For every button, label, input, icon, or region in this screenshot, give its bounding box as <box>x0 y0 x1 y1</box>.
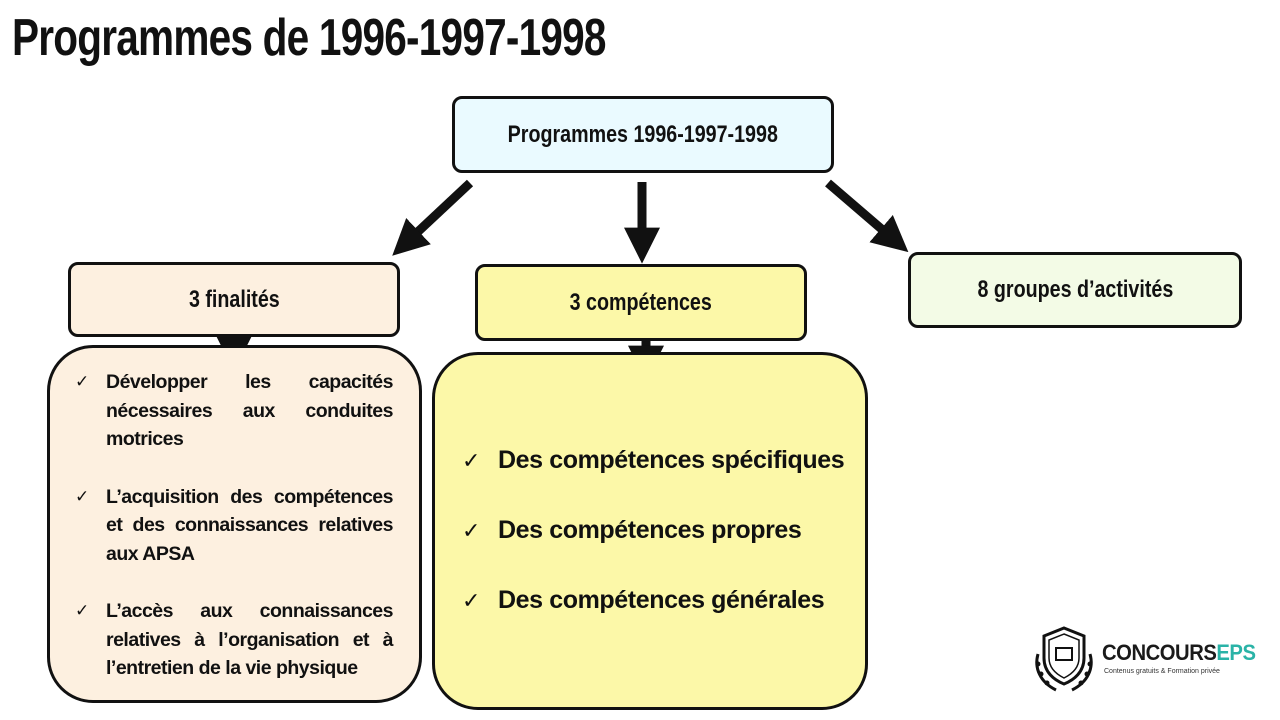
logo-wordmark-part2: EPS <box>1216 640 1256 665</box>
list-item: ✓ Des compétences spécifiques <box>462 446 862 516</box>
competence-text: Des compétences générales <box>498 586 825 614</box>
competences-list: ✓ Des compétences spécifiques ✓ Des compét… <box>462 446 862 656</box>
list-item: ✓ Des compétences propres <box>462 516 862 586</box>
groupes-node: 8 groupes d’activités <box>908 252 1242 328</box>
list-item: ✓ Des compétences générales <box>462 586 862 656</box>
arrow-to-groupes <box>825 179 909 253</box>
root-node-label: Programmes 1996-1997-1998 <box>507 120 779 148</box>
finalites-node: 3 finalités <box>68 262 400 337</box>
concourseps-logo: CONCOURSEPS Contenus gratuits & Formatio… <box>1030 624 1260 694</box>
check-icon: ✓ <box>75 601 89 620</box>
competences-panel <box>432 352 868 710</box>
check-icon: ✓ <box>462 588 481 613</box>
list-item: ✓ L’accès aux connaissances relatives à l… <box>75 597 394 683</box>
finalite-text: Développer les capacités nécessaires aux… <box>106 371 394 450</box>
finalites-list: ✓ Développer les capacités nécessaires au… <box>75 368 394 712</box>
list-item: ✓ Développer les capacités nécessaires au… <box>75 368 394 454</box>
competences-node-label: 3 compétences <box>569 288 713 316</box>
finalites-node-label: 3 finalités <box>188 285 280 313</box>
arrow-to-finalites <box>392 179 474 256</box>
logo-tagline: Contenus gratuits & Formation privée <box>1104 668 1220 675</box>
groupes-node-label: 8 groupes d’activités <box>977 276 1173 303</box>
page-title: Programmes de 1996-1997-1998 <box>12 9 606 67</box>
shield-laurel-icon <box>1035 626 1093 692</box>
logo-wordmark-part1: CONCOURS <box>1102 640 1217 665</box>
logo-wordmark: CONCOURSEPS <box>1102 640 1256 666</box>
check-icon: ✓ <box>462 448 481 473</box>
check-icon: ✓ <box>462 518 481 543</box>
check-icon: ✓ <box>75 372 89 391</box>
list-item: ✓ L’acquisition des compétences et des co… <box>75 483 394 569</box>
finalites-panel <box>47 345 422 703</box>
competences-node: 3 compétences <box>475 264 807 341</box>
root-node: Programmes 1996-1997-1998 <box>452 96 834 173</box>
finalite-text: L’accès aux connaissances relatives à l’… <box>106 600 394 679</box>
finalite-text: L’acquisition des compétences et des con… <box>106 485 394 565</box>
check-icon: ✓ <box>75 486 89 506</box>
competence-text: Des compétences propres <box>498 516 802 544</box>
competence-text: Des compétences spécifiques <box>498 446 845 474</box>
